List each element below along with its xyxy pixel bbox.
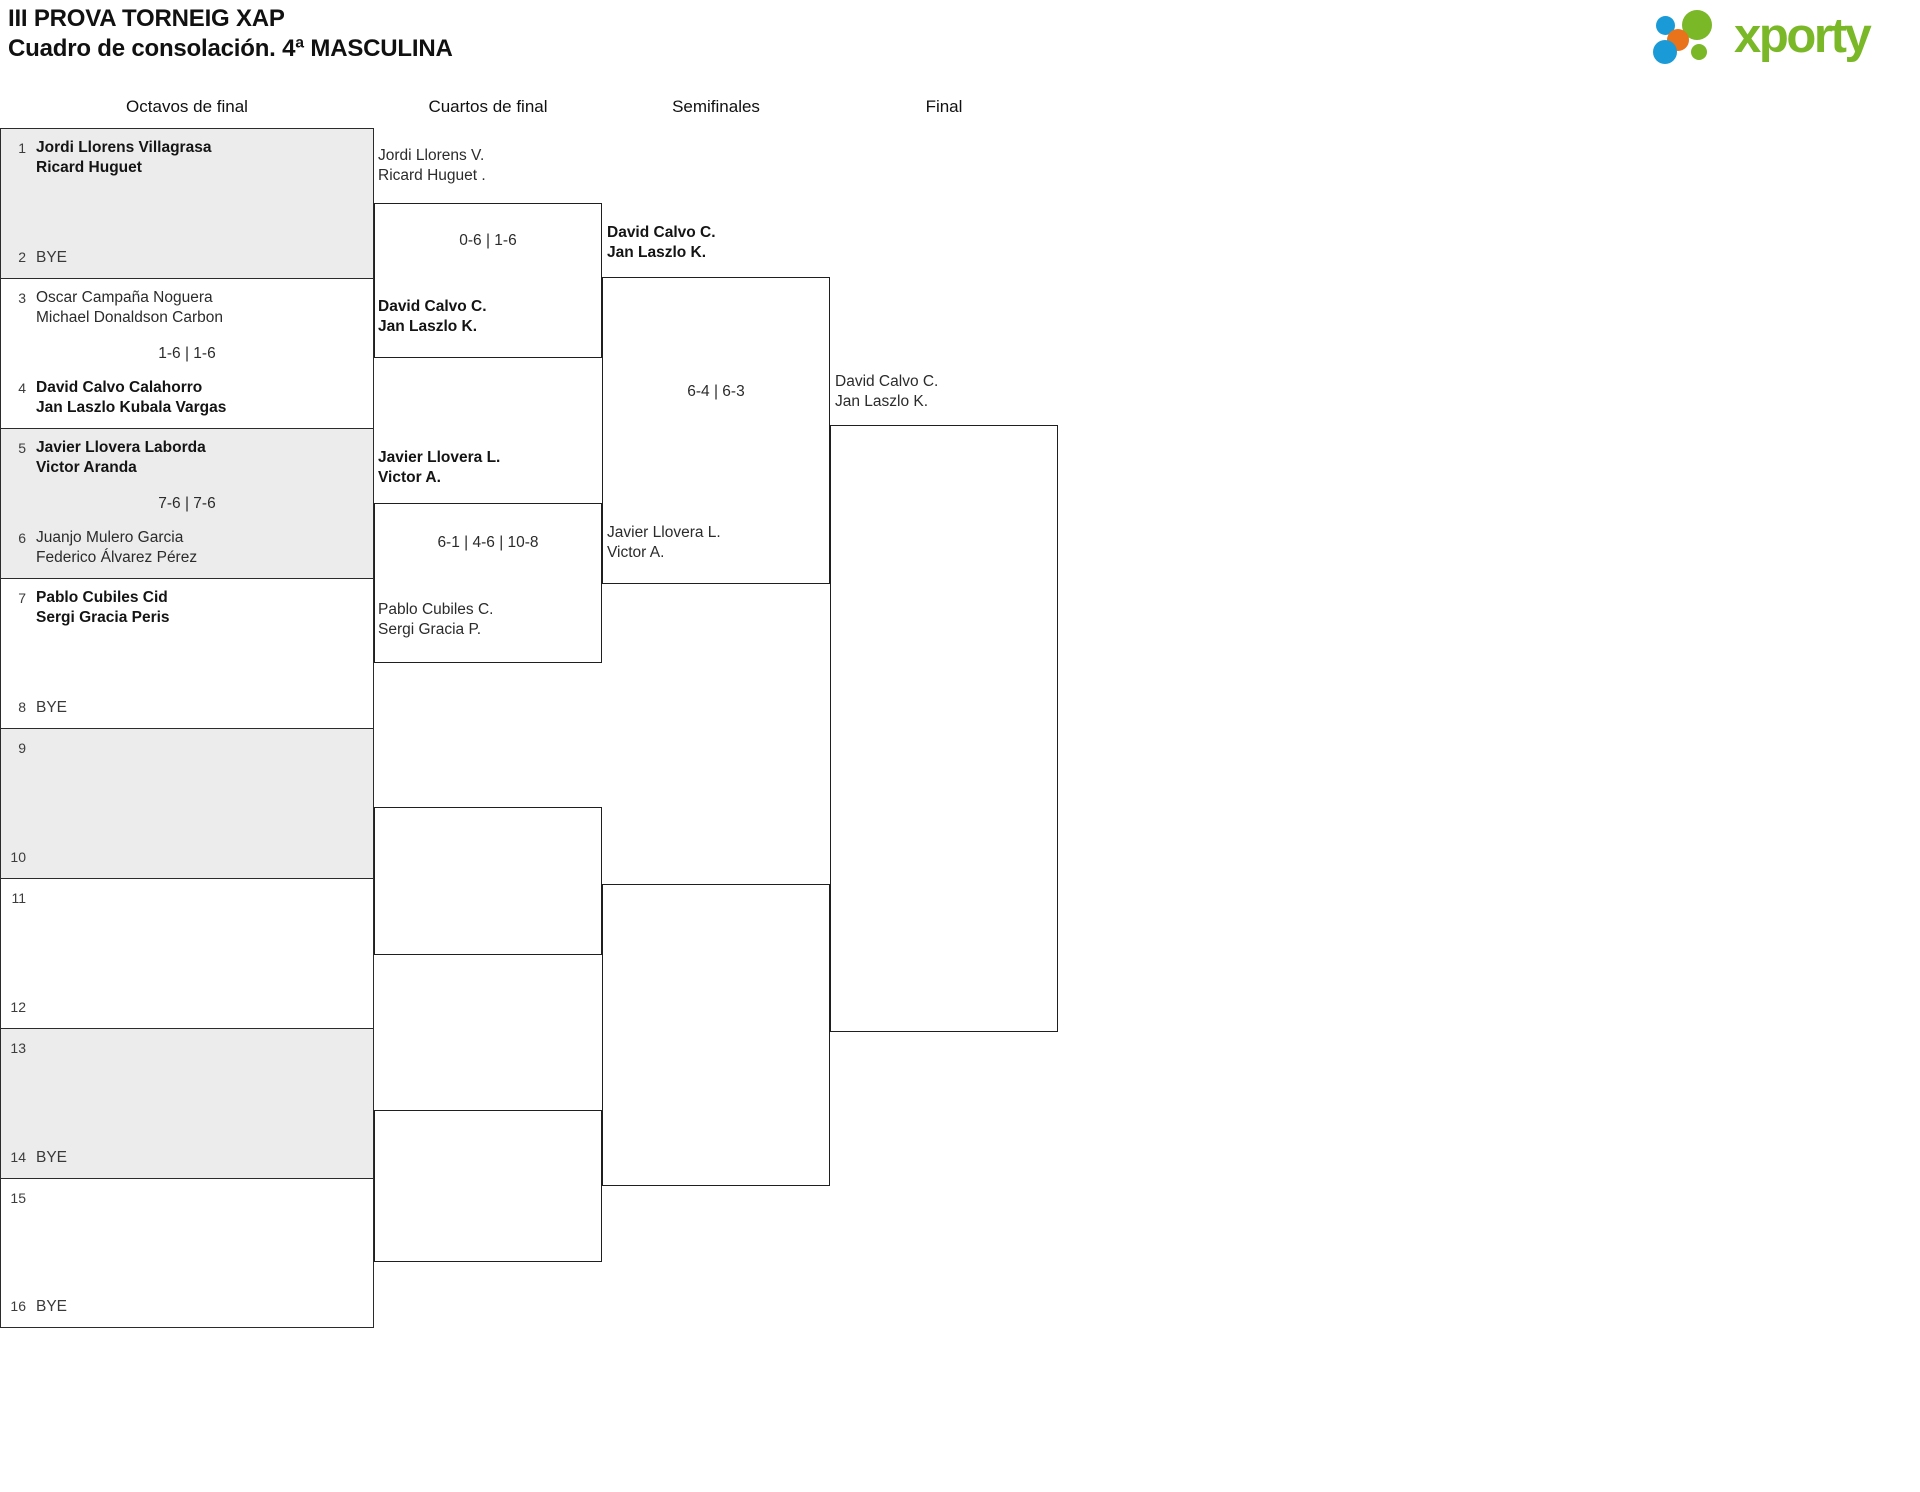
r1-slot-1[interactable]: 1 Jordi Llorens Villagrasa Ricard Huguet [1,138,373,177]
round-header-octavos: Octavos de final [126,97,248,116]
r1-match-7[interactable]: 13 14 BYE [0,1028,374,1178]
seed-number: 13 [10,1040,26,1056]
r2-match-2-top[interactable]: Javier Llovera L. Victor A. [378,449,501,486]
r2-match-2-bottom[interactable]: Pablo Cubiles C. Sergi Gracia P. [378,601,494,638]
seed-number: 8 [18,698,26,715]
r1-slot-13[interactable]: 13 [1,1038,373,1058]
seed-number: 14 [10,1148,26,1165]
player-names: BYE [36,698,68,716]
round-header-final: Final [925,97,963,116]
r3-match-1-score: 6-4 | 6-3 [687,383,745,400]
r1-slot-6[interactable]: 6 Juanjo Mulero Garcia Federico Álvarez … [1,528,373,567]
connector-cuartos-3 [374,807,602,955]
r1-slot-14[interactable]: 14 BYE [1,1148,373,1168]
r2-match-1-top[interactable]: Jordi Llorens V. Ricard Huguet . [378,147,486,184]
seed-number: 6 [18,530,26,546]
connector-cuartos-1 [374,203,602,358]
r4-match-1-top[interactable]: David Calvo C. Jan Laszlo K. [835,373,939,410]
logo-dot-blue-bottom [1653,40,1677,64]
seed-number: 4 [18,380,26,396]
seed-number: 3 [18,290,26,306]
logo-dot-green-small [1691,44,1707,60]
r1-match-2[interactable]: 3 Oscar Campaña Noguera Michael Donaldso… [0,278,374,428]
r1-match-5[interactable]: 9 10 [0,728,374,878]
r1-slot-10[interactable]: 10 [1,847,373,867]
round-header-cuartos: Cuartos de final [428,97,548,116]
r1-score: 1-6 | 1-6 [158,345,216,362]
page-title: III PROVA TORNEIG XAP Cuadro de consolac… [8,4,453,64]
r1-slot-11[interactable]: 11 [1,888,373,908]
connector-cuartos-4 [374,1110,602,1262]
r3-match-1-bottom[interactable]: Javier Llovera L. Victor A. [607,524,721,561]
xporty-logo: xporty [1648,6,1898,68]
seed-number: 12 [10,999,26,1015]
seed-number: 2 [18,248,26,265]
player-names: Oscar Campaña Noguera Michael Donaldson … [36,289,223,326]
player-names: Jordi Llorens Villagrasa Ricard Huguet [36,139,212,176]
bracket-subtitle: Cuadro de consolación. 4ª MASCULINA [8,35,453,62]
r1-slot-8[interactable]: 8 BYE [1,698,373,718]
r1-match-3[interactable]: 5 Javier Llovera Laborda Victor Aranda 7… [0,428,374,578]
r1-match-4[interactable]: 7 Pablo Cubiles Cid Sergi Gracia Peris 8… [0,578,374,728]
round-octavos-column: 1 Jordi Llorens Villagrasa Ricard Huguet… [0,128,374,1328]
r2-match-1-bottom[interactable]: David Calvo C. Jan Laszlo K. [378,298,487,335]
logo-dot-blue-top [1656,16,1675,35]
r1-match-1[interactable]: 1 Jordi Llorens Villagrasa Ricard Huguet… [0,128,374,278]
r1-slot-3[interactable]: 3 Oscar Campaña Noguera Michael Donaldso… [1,288,373,327]
round-header-semifinales: Semifinales [672,97,760,116]
r1-score: 7-6 | 7-6 [158,495,216,512]
r1-slot-2[interactable]: 2 BYE [1,248,373,268]
r1-slot-9[interactable]: 9 [1,738,373,758]
seed-number: 5 [18,440,26,456]
player-names: Juanjo Mulero Garcia Federico Álvarez Pé… [36,529,198,566]
player-names: David Calvo Calahorro Jan Laszlo Kubala … [36,379,227,416]
r1-slot-4[interactable]: 4 David Calvo Calahorro Jan Laszlo Kubal… [1,378,373,417]
player-names: BYE [36,248,68,266]
player-names: Javier Llovera Laborda Victor Aranda [36,439,206,476]
r1-slot-16[interactable]: 16 BYE [1,1297,373,1317]
tournament-name: III PROVA TORNEIG XAP [8,5,285,32]
logo-wordmark: xporty [1734,9,1872,63]
r2-match-2-score: 6-1 | 4-6 | 10-8 [437,534,539,551]
connector-final-1 [830,425,1058,1032]
seed-number: 11 [11,890,26,906]
seed-number: 9 [18,740,26,756]
r1-slot-15[interactable]: 15 [1,1188,373,1208]
player-names: Pablo Cubiles Cid Sergi Gracia Peris [36,589,170,626]
r1-slot-5[interactable]: 5 Javier Llovera Laborda Victor Aranda [1,438,373,477]
seed-number: 10 [10,849,26,865]
r2-match-1-score: 0-6 | 1-6 [459,232,517,249]
connector-semifinal-1 [602,277,830,584]
connector-cuartos-2 [374,503,602,663]
r1-slot-12[interactable]: 12 [1,997,373,1017]
r1-match-6[interactable]: 11 12 [0,878,374,1028]
seed-number: 1 [18,140,26,156]
seed-number: 15 [10,1190,26,1206]
r1-slot-7[interactable]: 7 Pablo Cubiles Cid Sergi Gracia Peris [1,588,373,627]
player-names: BYE [36,1148,68,1166]
seed-number: 7 [18,590,26,606]
r1-match-8[interactable]: 15 16 BYE [0,1178,374,1328]
r3-match-1-top[interactable]: David Calvo C. Jan Laszlo K. [607,224,716,261]
player-names: BYE [36,1297,68,1315]
seed-number: 16 [10,1297,26,1314]
connector-semifinal-2 [602,884,830,1186]
